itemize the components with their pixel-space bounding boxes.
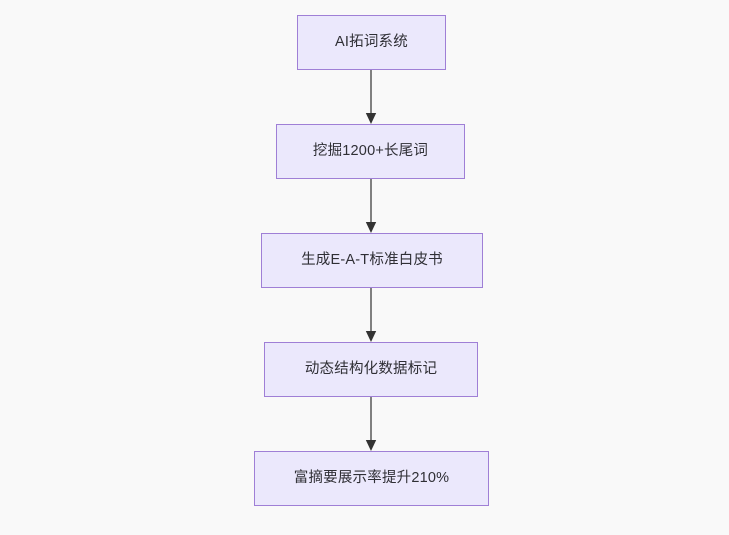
flowchart-node-label: 动态结构化数据标记 [304,360,438,377]
connector-arrow-node1-node2 [364,70,378,124]
flowchart-node-label: 挖掘1200+长尾词 [312,142,429,159]
flowchart-node-label: 富摘要展示率提升210% [293,469,450,486]
connector-arrow-node2-node3 [364,179,378,233]
flowchart-node-label: 生成E-A-T标准白皮书 [301,251,443,268]
flowchart-node-longtail-keywords[interactable]: 挖掘1200+长尾词 [276,124,465,179]
flowchart-node-structured-data-markup[interactable]: 动态结构化数据标记 [264,342,478,397]
flowchart-node-label: AI拓词系统 [335,33,408,50]
flowchart-node-eat-whitepaper[interactable]: 生成E-A-T标准白皮书 [261,233,483,288]
connector-arrow-node3-node4 [364,288,378,342]
flowchart-node-ai-keyword-system[interactable]: AI拓词系统 [297,15,446,70]
flowchart-node-rich-snippet-result[interactable]: 富摘要展示率提升210% [254,451,489,506]
connector-arrow-node4-node5 [364,397,378,451]
